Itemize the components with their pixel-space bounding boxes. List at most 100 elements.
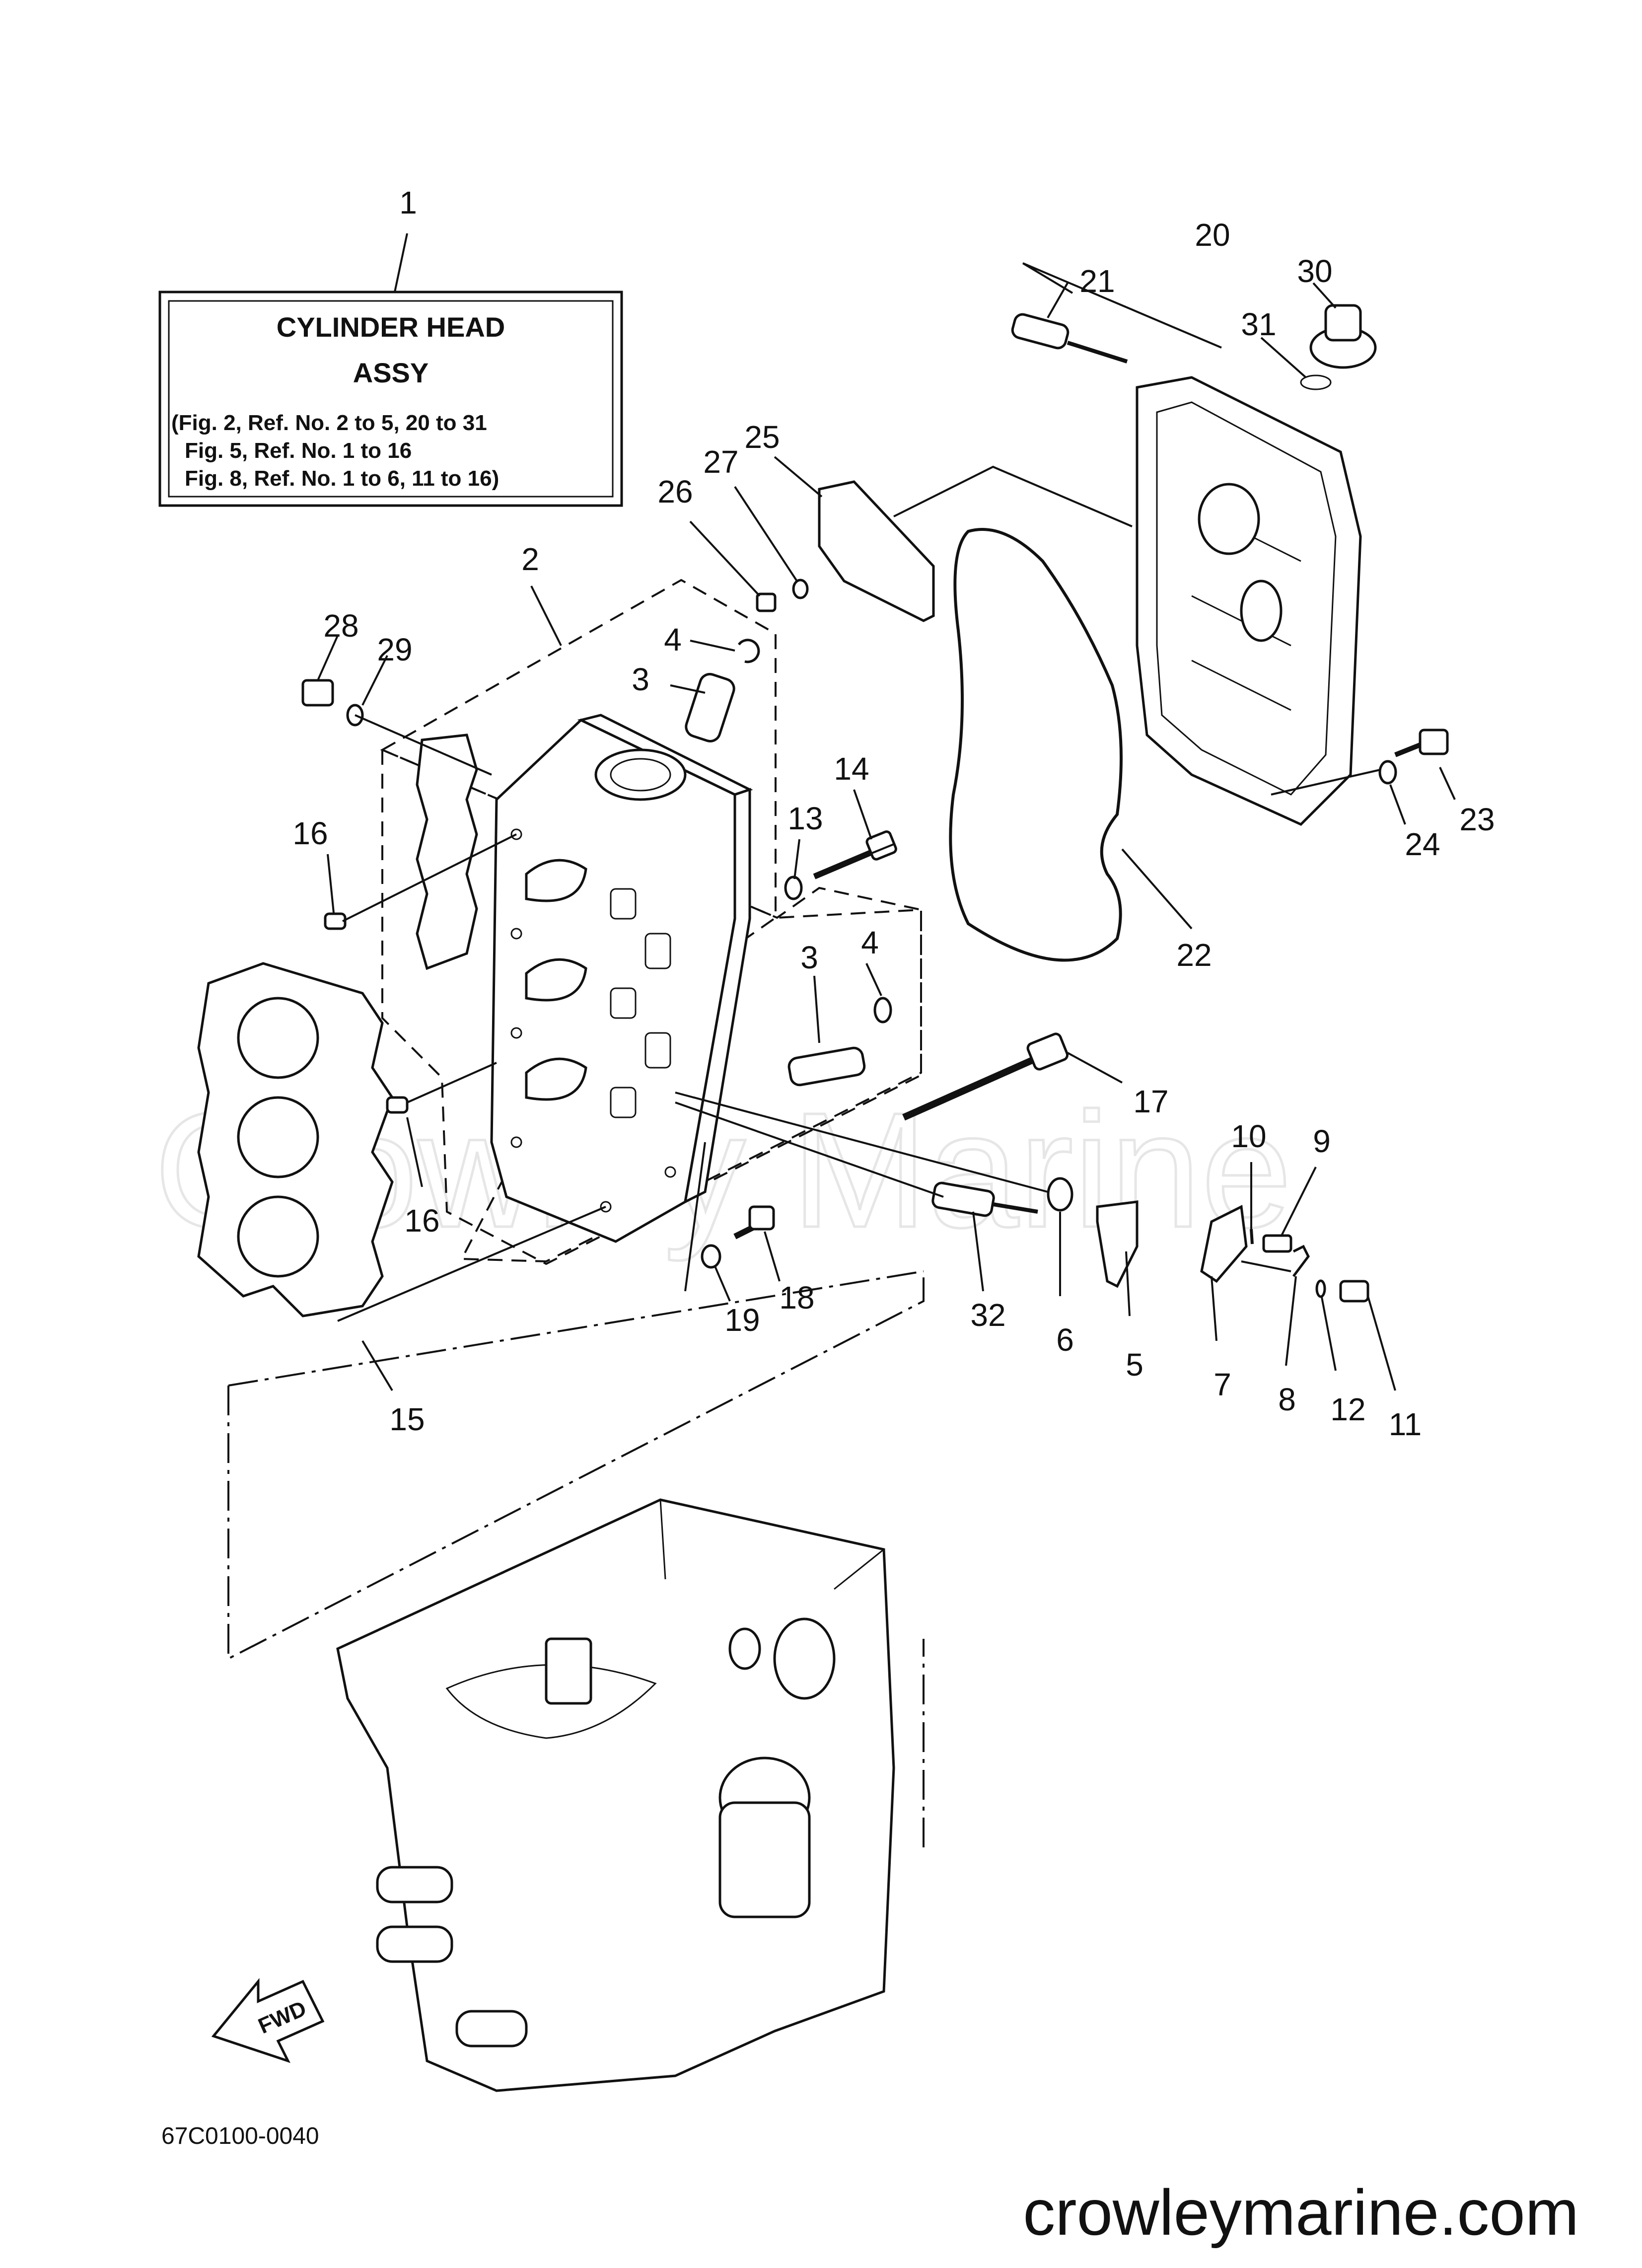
collar-upper-body: [685, 673, 735, 742]
water-passage-2: [610, 987, 637, 1019]
cover-boss-1: [1198, 483, 1260, 555]
callout-19: 19: [724, 1302, 760, 1338]
head-assy-boundary-lower: [381, 748, 922, 1265]
bolt-hole-6: [664, 1166, 676, 1178]
title-box-inner: [168, 300, 614, 498]
callout-27: 27: [703, 444, 738, 480]
callout-18: 18: [779, 1280, 814, 1316]
bracket-7: [1200, 1205, 1248, 1283]
title-line-2: ASSY: [353, 357, 429, 388]
bolt-17-shaft: [902, 1054, 1039, 1121]
leader-7: [1211, 1276, 1217, 1341]
gasket-bore-1: [237, 997, 319, 1079]
clip-lower: [873, 997, 892, 1024]
leader-32: [972, 1211, 984, 1292]
crankcase-boundary-top: [228, 1270, 924, 1387]
leader-18: [764, 1231, 781, 1282]
callout-14: 14: [834, 751, 869, 787]
cover-rib-2: [1191, 659, 1291, 711]
bolt-23-shaft: [1394, 742, 1421, 757]
water-passage-3: [610, 1087, 637, 1118]
bolt-21: [1011, 313, 1128, 364]
clip-upper: [737, 639, 760, 663]
cylinder-head-side-face: [683, 788, 751, 1204]
crankcase-boss-2: [728, 1627, 761, 1670]
crankcase: [336, 1498, 895, 2092]
callout-20: 20: [1195, 217, 1230, 253]
callout-12: 12: [1330, 1391, 1365, 1427]
bolt-hole-3: [510, 1027, 522, 1039]
dowel-pin-lower: [386, 1096, 409, 1114]
callout-6: 6: [1056, 1322, 1074, 1358]
link-grommet: [675, 1092, 1048, 1193]
crankcase-journal: [545, 1637, 592, 1705]
link-cover-gasket: [893, 465, 1133, 527]
callout-numbers: 1 2 3 4 3 4 5 6 7 8 9 10 11 12 13 14 15 …: [292, 185, 1495, 1442]
leader-25: [774, 456, 823, 498]
bolt-28: [301, 679, 334, 707]
leader-21: [1047, 283, 1069, 318]
leader-9: [1280, 1167, 1317, 1237]
crankcase-tab-3: [455, 2010, 528, 2048]
callout-16-lower: 16: [404, 1203, 439, 1239]
head-gasket: [197, 962, 394, 1317]
callout-16-upper: 16: [292, 815, 328, 851]
callout-15: 15: [389, 1401, 425, 1437]
grommet-6: [1047, 1177, 1073, 1212]
cover-gasket: [949, 528, 1123, 962]
leader-20: [1022, 262, 1222, 349]
callout-32: 32: [970, 1297, 1005, 1333]
leader-13: [793, 839, 800, 879]
fwd-arrow-shape: [211, 1977, 325, 2063]
water-passage-1: [610, 888, 637, 920]
callout-26: 26: [657, 474, 693, 510]
fwd-arrow: FWD: [211, 1977, 325, 2063]
leader-24: [1389, 784, 1406, 825]
crankcase-bore-top: [445, 1664, 657, 1739]
link-washer-29: [355, 714, 492, 776]
callout-10: 10: [1231, 1118, 1266, 1154]
callout-23: 23: [1459, 802, 1495, 837]
head-cover: [1136, 376, 1362, 826]
bolt-21-shaft: [1067, 341, 1128, 364]
callout-8: 8: [1278, 1382, 1296, 1417]
callout-3-lower: 3: [800, 940, 818, 975]
link-bolt-14: [814, 843, 894, 878]
leader-17: [1067, 1052, 1123, 1084]
note-line-2: Fig. 5, Ref. No. 1 to 16: [185, 439, 412, 463]
callout-3-upper: 3: [632, 661, 649, 697]
spring-pin-10: [1250, 1229, 1254, 1244]
crankcase-tab-2: [376, 1925, 453, 1963]
link-washer-24: [1271, 769, 1381, 796]
leader-11: [1367, 1296, 1396, 1391]
callout-17: 17: [1133, 1084, 1168, 1119]
callout-24: 24: [1405, 826, 1440, 862]
combustion-chamber-2: [525, 958, 587, 1002]
cover-plate: [818, 480, 935, 622]
title-line-1: CYLINDER HEAD: [277, 311, 505, 343]
link-sensor: [675, 1101, 944, 1198]
leader-31: [1260, 337, 1307, 378]
oil-filler-port: [594, 748, 687, 801]
collar-lower: [787, 1046, 866, 1087]
leader-5: [1125, 1251, 1131, 1317]
leader-4-upper: [690, 640, 735, 652]
callout-1: 1: [399, 185, 417, 220]
filler-cap-30: [1309, 304, 1377, 369]
callout-7: 7: [1214, 1367, 1231, 1402]
leader-29: [361, 655, 388, 706]
note-line-1: (Fig. 2, Ref. No. 2 to 5, 20 to 31: [171, 411, 487, 435]
leader-26: [689, 520, 761, 597]
leader-19: [714, 1266, 731, 1302]
crankcase-boundary-left: [227, 1271, 925, 1661]
combustion-chamber-3: [525, 1057, 587, 1101]
website-url: crowleymarine.com: [1023, 2176, 1579, 2249]
bolt-11: [1339, 1280, 1369, 1303]
leader-15: [361, 1340, 393, 1391]
link-dowel-lower: [407, 1062, 497, 1103]
dowel-pin-upper: [324, 912, 347, 930]
title-box: CYLINDER HEAD ASSY (Fig. 2, Ref. No. 2 t…: [158, 291, 623, 507]
screw-9: [1262, 1234, 1292, 1253]
water-passage-4: [644, 933, 671, 969]
callout-28: 28: [323, 608, 358, 644]
